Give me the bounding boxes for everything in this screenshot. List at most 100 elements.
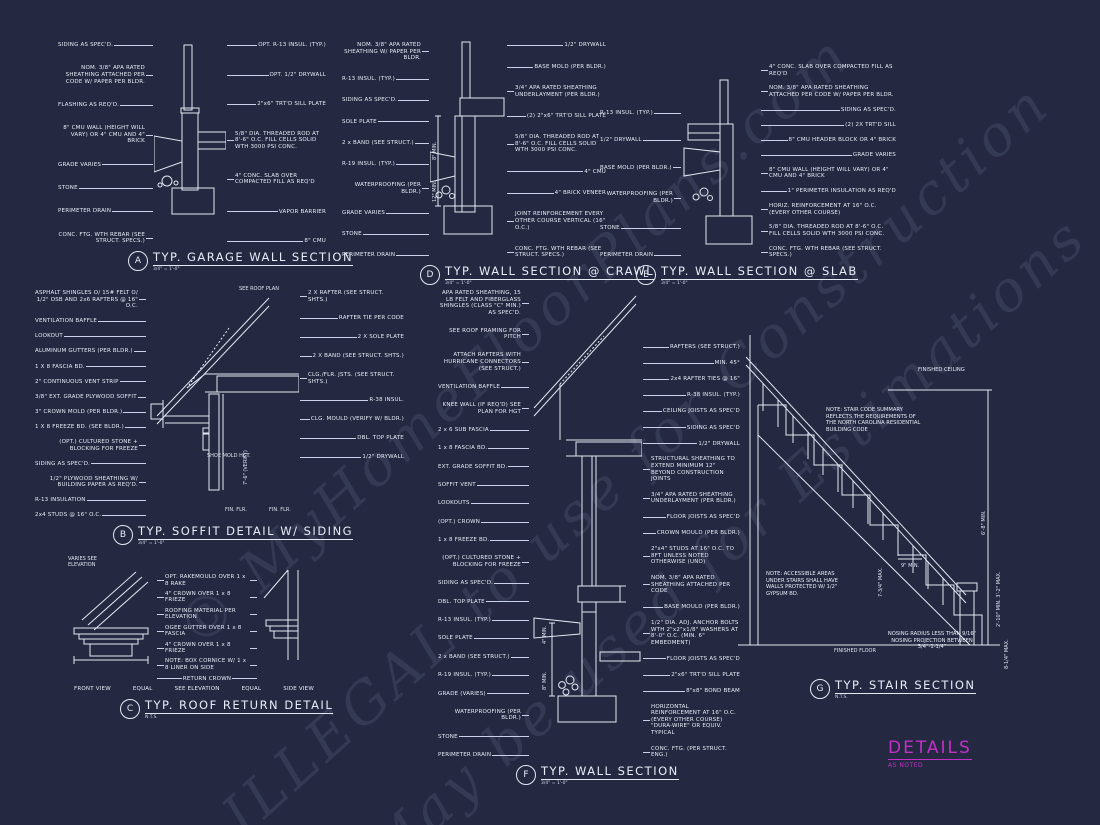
leader-line [522, 714, 529, 716]
callout-label: WATERPROOFING (PER BLDR.) [342, 182, 430, 195]
callout-text: 5/8" DIA. THREADED ROD AT 8'-6" O.C. FIL… [235, 130, 320, 150]
callout-label: 4" CROWN OVER 1 x 8 FRIEZE [156, 642, 258, 655]
leader-line [157, 647, 164, 649]
detail-g-drawing: FINISHED CEILING NOTE: STAIR CODE SUMMAR… [738, 335, 1010, 675]
leader-line [643, 658, 666, 660]
leader-line [139, 481, 146, 483]
callout-text: SEE ROOF FRAMING FOR PITCH [449, 327, 521, 341]
leader-line [522, 333, 529, 335]
callout-text: 2x4 STUDS @ 16" O.C. [35, 512, 102, 519]
detail-b-title-text: TYP. SOFFIT DETAIL W/ SIDING [138, 524, 354, 540]
detail-b-scale: 3/4" = 1'-0" [138, 541, 165, 546]
leader-line [481, 521, 529, 523]
leader-line [643, 606, 664, 608]
callout-label: RAFTERS (SEE STRUCT.) [642, 344, 740, 351]
leader-line [227, 178, 234, 180]
callout-label: SOFFIT VENT [438, 482, 530, 489]
detail-c-roof-return: VARIES SEE ELEVATION OPT. RAKEMOULD OVER… [68, 556, 334, 720]
callout-text: 1/2" DIA. ADJ. ANCHOR BOLTS WTH 2"x2"x1/… [651, 620, 739, 646]
detail-c-scale: N.T.S. [145, 715, 158, 720]
detail-c-side-view-drawing [258, 568, 316, 700]
callout-text: CLG./FLR. JSTS. (SEE STRUCT. SHTS.) [308, 372, 395, 385]
detail-d-letter-bubble: D [420, 265, 440, 285]
leader-line [300, 337, 357, 339]
callout-text: ASPHALT SHINGLES O/ 15# FELT O/ 1/2" OSB… [35, 290, 139, 310]
callout-text: 2 X SOLE PLATE [357, 334, 404, 341]
leader-line [86, 499, 146, 501]
callout-text: (2) 2X TRT'D SILL [845, 121, 896, 128]
callout-label: VENTILATION BAFFLE [438, 384, 530, 391]
leader-line [250, 630, 257, 632]
detail-c-callouts: VARIES SEE ELEVATION OPT. RAKEMOULD OVER… [68, 556, 320, 700]
callout-text: VAPOR BARRIER [278, 208, 326, 215]
detail-a-letter-bubble: A [128, 251, 148, 271]
callout-label: 2x4 RAFTER TIES @ 16" [642, 376, 740, 383]
callout-text: 1/2" DRYWALL [564, 42, 606, 49]
callout-text: DBL. TOP PLATE [438, 598, 485, 605]
leader-line [473, 638, 529, 640]
leader-line [620, 227, 681, 229]
callout-label: SIDING AS SPEC'D. [760, 107, 896, 114]
leader-line [137, 396, 146, 398]
callout-text: STONE [600, 225, 620, 232]
leader-line [510, 656, 529, 658]
dim-12-min: 12" MIN. [432, 180, 438, 202]
leader-line [422, 188, 429, 190]
sheet-title-scale: AS NOTED [888, 762, 924, 769]
callout-text: GRADE VARIES [342, 209, 386, 216]
callout-label: DBL. TOP PLATE [299, 435, 404, 442]
leader-line [422, 51, 429, 53]
leader-line [490, 540, 529, 541]
callout-text: ATTACH RAFTERS WITH HURRICANE CONNECTORS… [443, 352, 521, 372]
leader-line [102, 514, 146, 516]
callout-text: GRADE VARIES [852, 151, 896, 158]
callout-label: 4" CONC. SLAB OVER COMPACTED FILL AS REQ… [760, 64, 896, 77]
leader-line [486, 693, 529, 695]
leader-line [146, 134, 153, 136]
callout-text: 8" CMU [304, 238, 326, 245]
detail-e-scale: 3/4" = 1'-0" [661, 281, 688, 286]
callout-label: 8" CMU HEADER BLOCK OR 4" BRICK [760, 137, 896, 144]
callout-label: 1/2" DRYWALL [642, 440, 740, 447]
callout-label: SIDING AS SPEC'D. [35, 460, 147, 467]
leader-line [250, 596, 257, 598]
leader-line [761, 70, 768, 72]
callout-text: NOM. 3/8" APA RATED SHEATHING ATTACHED P… [651, 575, 731, 595]
callout-label: 4" CONC. SLAB OVER COMPACTED FILL AS REQ… [226, 173, 326, 186]
callout-text: VENTILATION BAFFLE [35, 318, 98, 325]
sheet-title: DETAILS [888, 738, 972, 760]
callout-text: SOLE PLATE [438, 635, 473, 642]
callout-label: CONC. FTG. (PER STRUCT. ENG.) [642, 746, 740, 759]
callout-label: OPT. 1/2" DRYWALL [226, 72, 326, 79]
callout-text: 1 x 8 FREEZE BD. [438, 537, 490, 544]
callout-label: ALUMINUM GUTTERS (PER BLDR.) [35, 348, 147, 355]
front-view-label: FRONT VIEW [74, 686, 111, 693]
callout-text: 2"x4" STUDS AT 16" O.C. TO 8FT UNLESS NO… [651, 546, 735, 566]
callout-text: OPT. RAKEMOULD OVER 1 x 8 RAKE [165, 574, 246, 587]
leader-line [85, 366, 146, 368]
leader-line [476, 484, 529, 486]
detail-d-title-text: TYP. WALL SECTION @ CRAWL [445, 264, 655, 280]
leader-line [674, 197, 681, 199]
callout-label: CLG. MOULD (VERIFY W/ BLDR.) [299, 416, 404, 423]
detail-a-callouts: SIDING AS SPEC'D.NOM. 3/8" APA RATED SHE… [58, 40, 330, 247]
callout-label: MIN. 45° [642, 360, 740, 367]
detail-f-drawing: 4" MIN. 8" MIN. [530, 288, 642, 761]
callout-label: 1/2" DRYWALL [506, 42, 606, 49]
callout-text: 4" CROWN OVER 1 x 8 FRIEZE [165, 590, 231, 604]
leader-line [377, 121, 429, 123]
leader-line [300, 419, 310, 421]
nosing-note: NOSING RADIUS LESS THAN 9/16" NOSING PRO… [887, 631, 977, 650]
callout-label: GRADE VARIES [58, 161, 154, 168]
callout-text: R-13 INSULATION [35, 497, 86, 504]
callout-label: 8" CMU WALL (HEIGHT WILL VARY) OR 4" CMU… [760, 167, 896, 180]
leader-line [157, 664, 164, 666]
leader-line [300, 296, 307, 298]
callout-text: BASE MOLD (PER BLDR.) [534, 63, 606, 70]
callout-text: 4" CONC. SLAB OVER COMPACTED FILL AS REQ… [769, 64, 893, 77]
bottom-riser-dim: 8-1/4" MAX. [1004, 639, 1010, 669]
